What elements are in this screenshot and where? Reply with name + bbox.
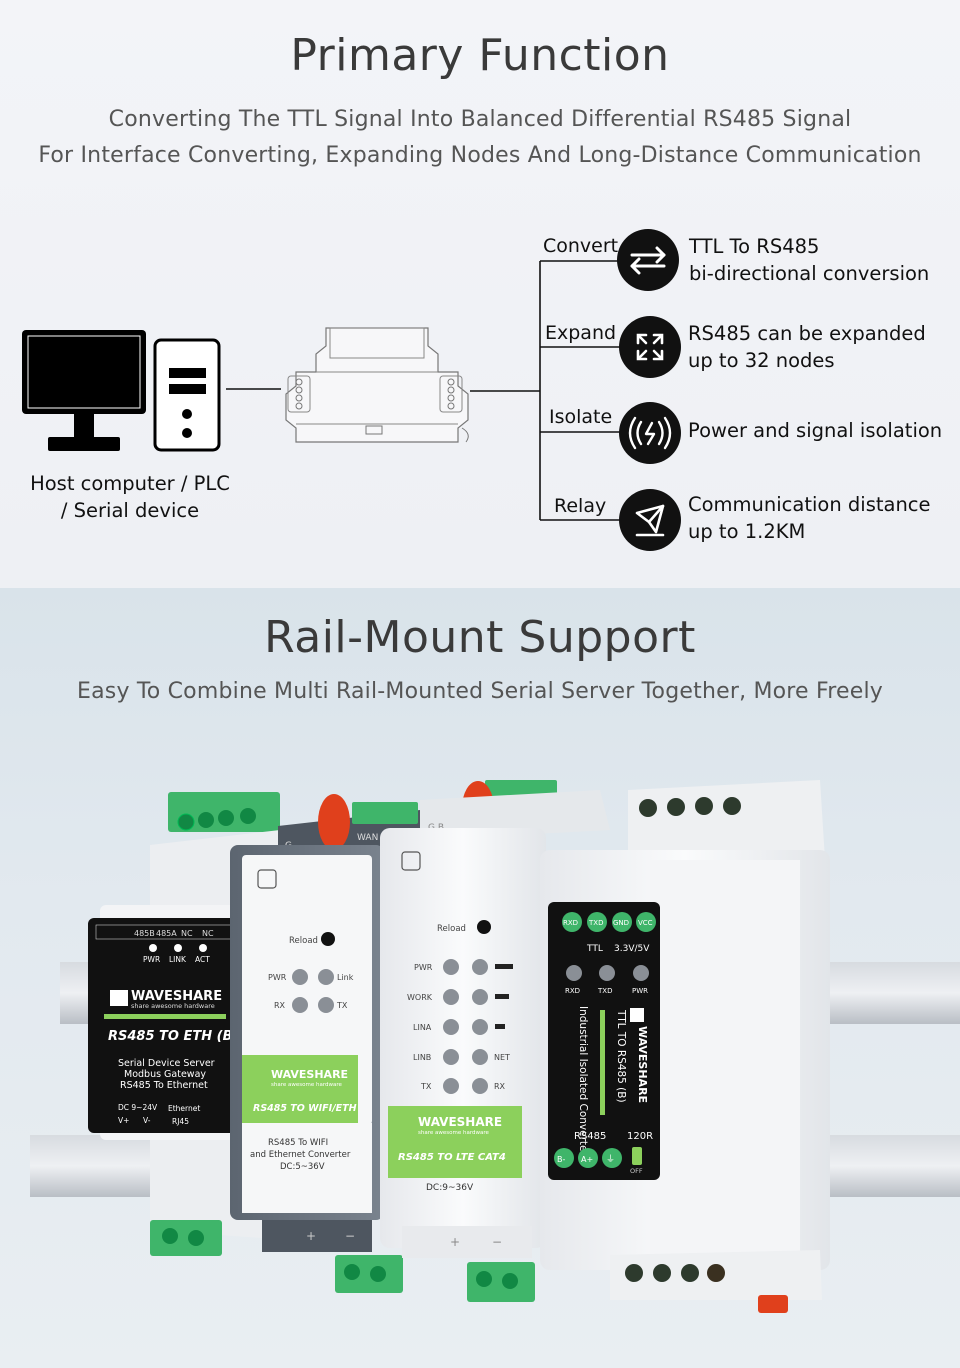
expand-arrows-icon	[619, 316, 681, 378]
isolation-signal-icon	[619, 402, 681, 464]
eth-vminus: V-	[143, 1116, 151, 1125]
ttl-pin-gnd: GND	[613, 919, 629, 927]
lte-rx: RX	[494, 1082, 506, 1091]
ttl-model: TTL TO RS485 (B)	[615, 1009, 627, 1103]
lte-plus: +	[450, 1235, 460, 1249]
wifi-desc1: RS485 To WIFI	[268, 1138, 328, 1148]
eth-desc2: Modbus Gateway	[124, 1069, 206, 1080]
ttl-pin-a: A+	[581, 1155, 593, 1164]
ttl-pin-txd: TXD	[588, 919, 603, 927]
lte-brand: WAVESHARE	[418, 1115, 502, 1129]
eth-power: DC 9~24V	[118, 1103, 158, 1112]
send-plane-icon	[619, 489, 681, 551]
host-label: Host computer / PLC / Serial device	[30, 472, 230, 522]
ttl-voltage: 3.3V/5V	[614, 944, 650, 954]
wifi-power: DC:5~36V	[280, 1162, 325, 1172]
wifi-brand: WAVESHARE	[271, 1068, 348, 1081]
eth-brand: WAVESHARE	[131, 989, 222, 1004]
rail-title: Rail-Mount Support	[264, 612, 696, 663]
wifi-tagline: share awesome hardware	[271, 1082, 342, 1088]
wifi-plus: +	[306, 1229, 316, 1243]
primary-subtitle-line1: Converting The TTL Signal Into Balanced …	[108, 107, 852, 132]
lte-reload: Reload	[437, 924, 466, 934]
ttl-brand: WAVESHARE	[636, 1026, 649, 1103]
feature-label-convert: Convert	[543, 235, 619, 257]
eth-terminal-nc2: NC	[202, 929, 214, 938]
eth-led-link: LINK	[169, 955, 187, 964]
eth-desc3: RS485 To Ethernet	[120, 1080, 208, 1091]
rail-subtitle: Easy To Combine Multi Rail-Mounted Seria…	[77, 679, 883, 704]
feature-desc-isolate: Power and signal isolation	[688, 419, 943, 442]
lte-power: DC:9~36V	[426, 1183, 474, 1193]
eth-terminal-485a: 485A	[156, 929, 177, 938]
wifi-tx: TX	[336, 1001, 348, 1010]
device-rs485-to-lte-cat4: G B Reload PWR WORK LINA LINB NET TX RX …	[380, 780, 610, 1302]
swap-arrows-icon	[617, 229, 679, 291]
device-ttl-to-rs485: RXD TXD GND VCC TTL 3.3V/5V RXD TXD PWR …	[540, 780, 830, 1313]
lte-led-lina: LINA	[413, 1023, 432, 1032]
eth-model: RS485 TO ETH (B)	[108, 1029, 238, 1044]
feature-label-relay: Relay	[554, 495, 607, 517]
wifi-desc2: and Ethernet Converter	[250, 1150, 351, 1160]
wifi-wan: WAN	[357, 833, 378, 843]
lte-net: NET	[494, 1053, 510, 1062]
lte-model: RS485 TO LTE CAT4	[398, 1152, 506, 1163]
ttl-120r: 120R	[627, 1131, 653, 1142]
eth-ethernet: Ethernet	[168, 1104, 200, 1113]
lte-tagline: share awesome hardware	[418, 1130, 489, 1136]
ttl-pin-vcc: VCC	[638, 919, 653, 927]
ttl-off: OFF	[630, 1167, 643, 1175]
lte-led-tx: TX	[420, 1082, 432, 1091]
lte-minus: −	[492, 1235, 502, 1249]
ttl-pin-rxd: RXD	[563, 919, 578, 927]
device-rs485-to-wifi-eth: WAN G Reload PWR Link RX TX WAVESHARE sh…	[230, 794, 420, 1293]
ttl-led-rxd: RXD	[565, 987, 580, 995]
primary-function-section: Primary Function Converting The TTL Sign…	[0, 0, 960, 588]
ttl-pin-gnd-bottom: ⏚	[606, 1154, 615, 1165]
eth-led-pwr: PWR	[143, 955, 160, 964]
eth-rj45: RJ45	[172, 1117, 189, 1126]
wifi-link: Link	[337, 973, 354, 982]
feature-label-expand: Expand	[545, 322, 617, 344]
eth-terminal-nc1: NC	[181, 929, 193, 938]
converter-outline-icon	[285, 327, 469, 443]
lte-led-work: WORK	[407, 993, 433, 1002]
primary-subtitle-line2: For Interface Converting, Expanding Node…	[38, 143, 922, 168]
ttl-desc: Industrial Isolated Converter	[577, 1006, 589, 1156]
eth-vplus: V+	[118, 1116, 129, 1125]
eth-tagline: share awesome hardware	[131, 1002, 215, 1010]
eth-terminal-485b: 485B	[134, 929, 155, 938]
ttl-pin-b: B-	[557, 1155, 565, 1164]
ttl-label: TTL	[586, 944, 603, 954]
wifi-model: RS485 TO WIFI/ETH	[253, 1103, 357, 1114]
lte-led-linb: LINB	[413, 1053, 431, 1062]
wifi-pwr: PWR	[268, 973, 287, 982]
lte-led-pwr: PWR	[414, 963, 433, 972]
connection-lines	[226, 260, 620, 521]
ttl-led-txd: TXD	[597, 987, 612, 995]
wifi-minus: −	[345, 1229, 355, 1243]
computer-icon	[22, 330, 221, 452]
primary-title: Primary Function	[290, 30, 670, 81]
ttl-led-pwr: PWR	[632, 987, 648, 995]
wifi-rx: RX	[274, 1001, 286, 1010]
wifi-reload: Reload	[289, 936, 318, 946]
ttl-rs485: RS485	[574, 1131, 606, 1142]
eth-led-act: ACT	[195, 955, 210, 964]
feature-label-isolate: Isolate	[549, 406, 613, 428]
eth-desc1: Serial Device Server	[118, 1058, 215, 1069]
